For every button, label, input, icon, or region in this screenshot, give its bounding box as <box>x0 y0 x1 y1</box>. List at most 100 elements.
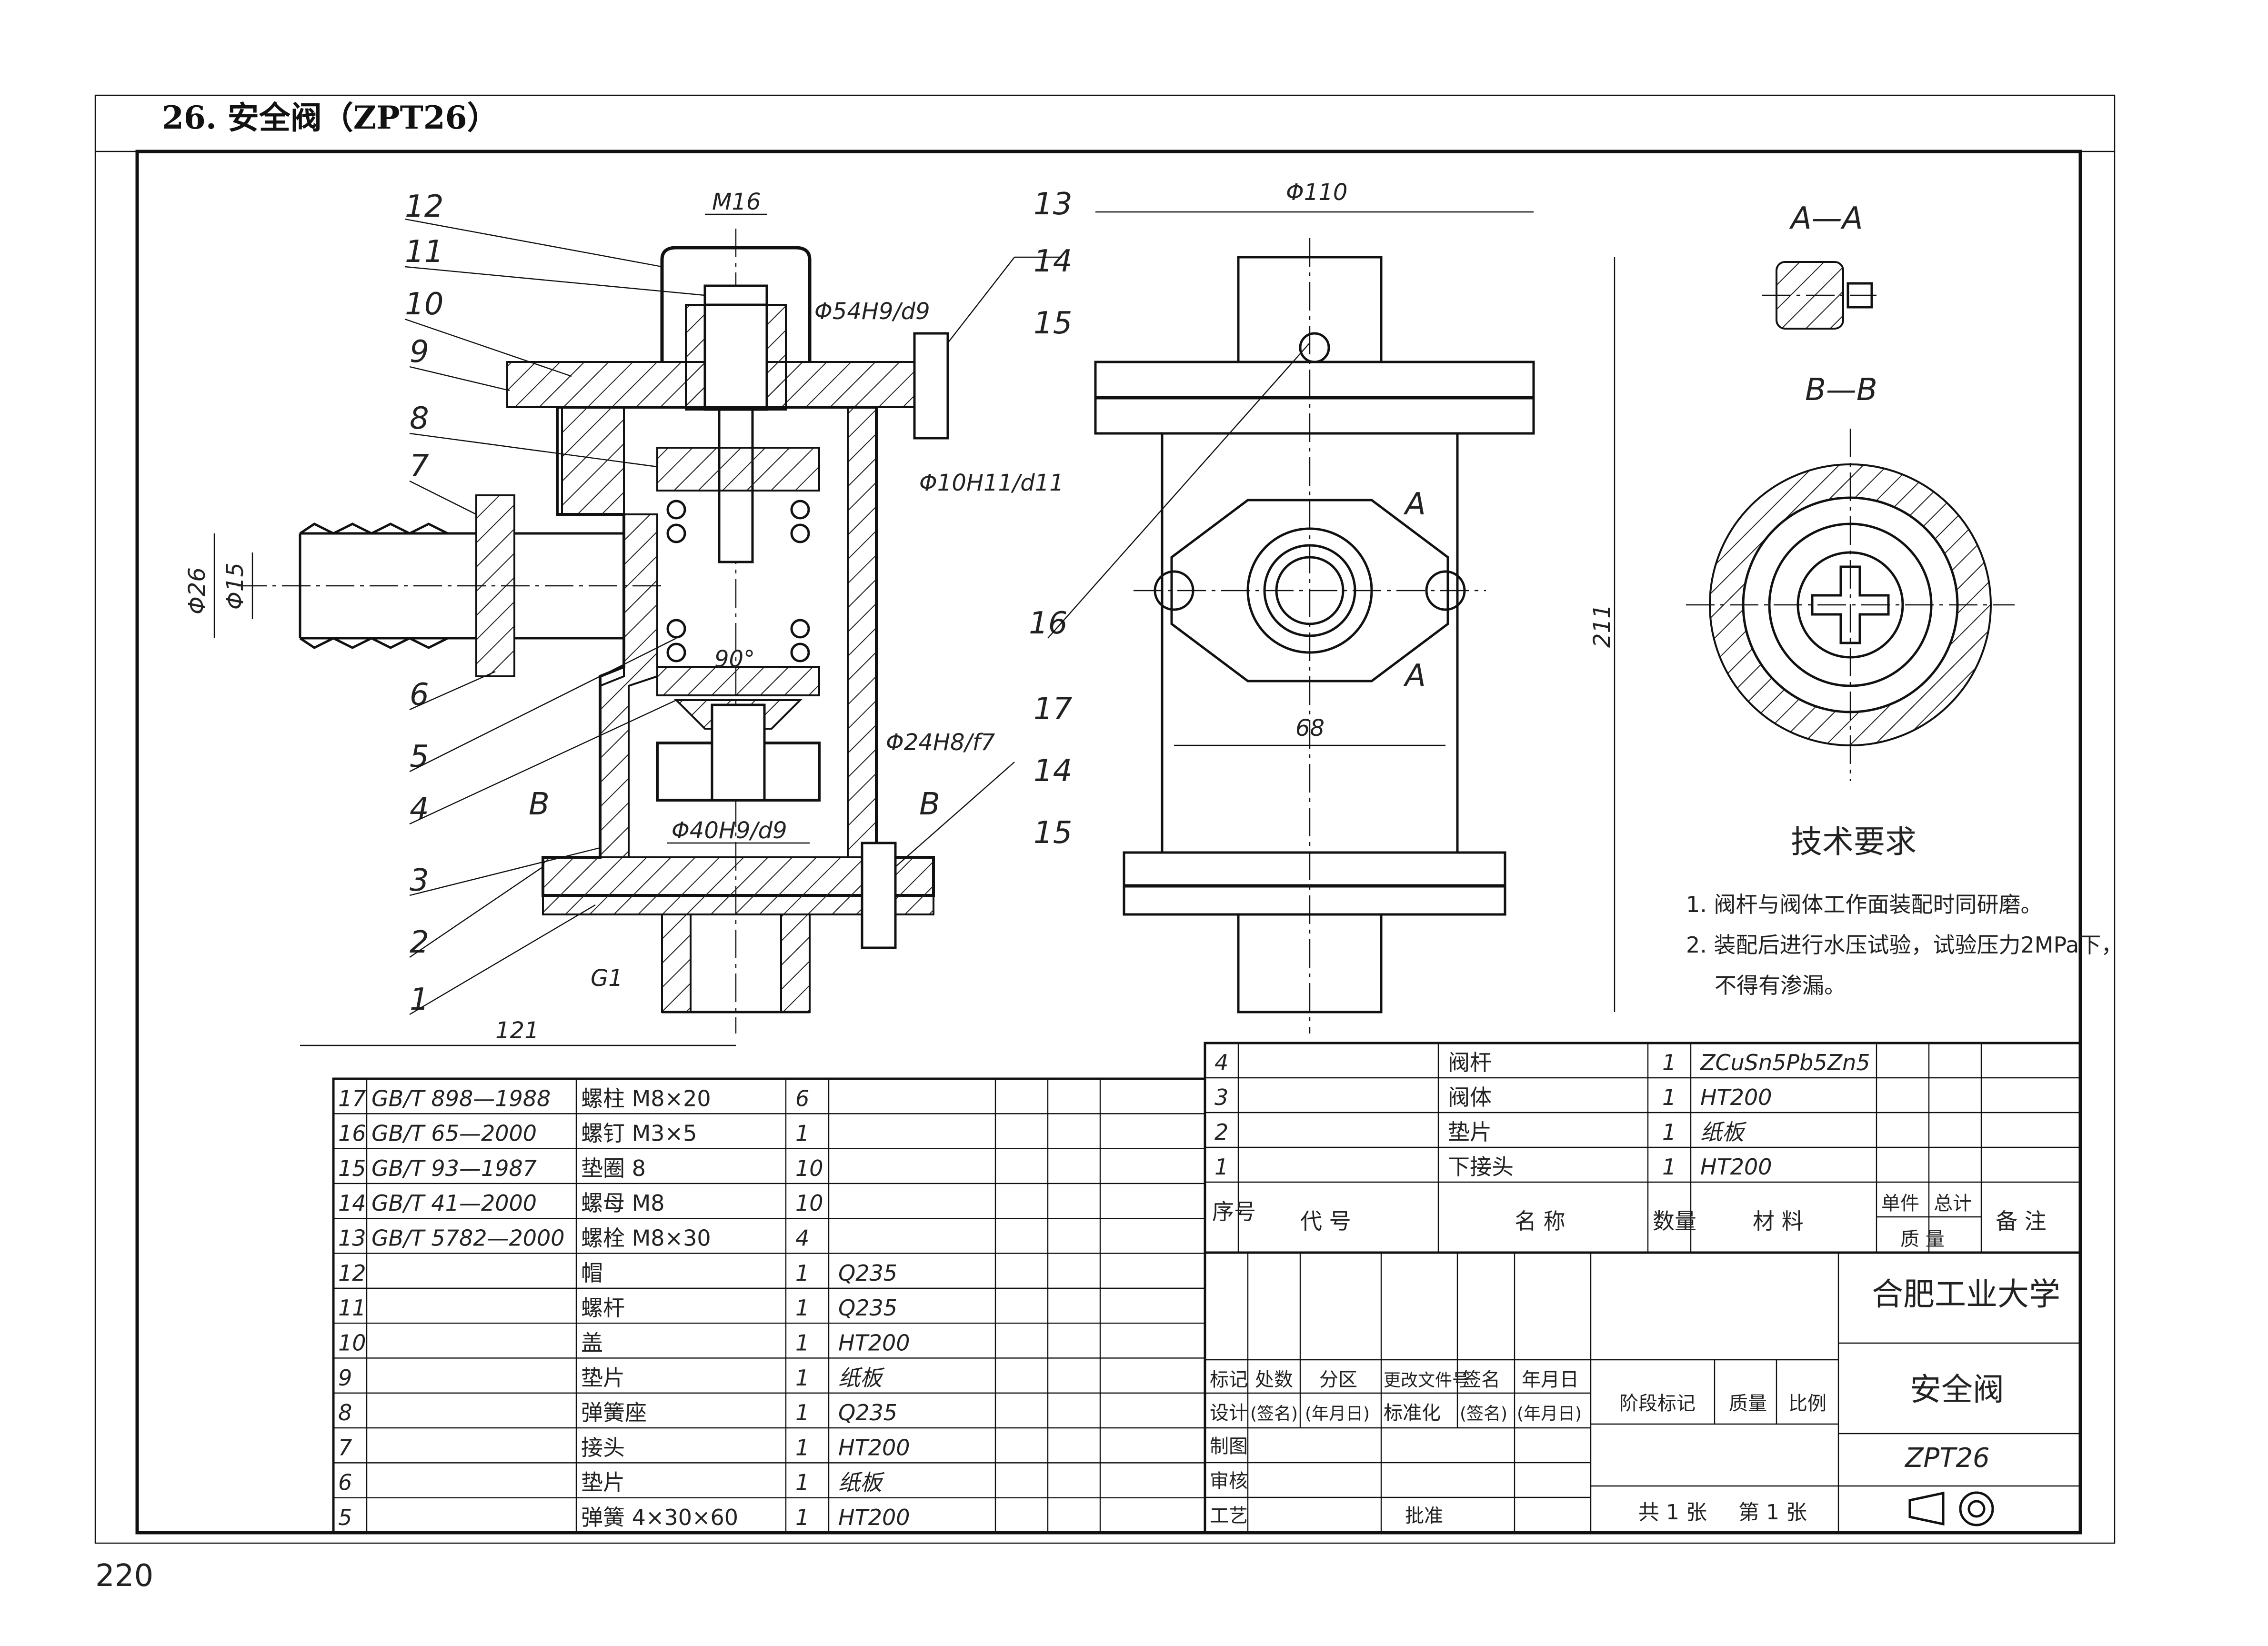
tb-sheets-total: 共 1 张 <box>1638 1500 1707 1525</box>
bom-left-qty: 1 <box>795 1295 809 1321</box>
section-bb: B—B <box>1686 372 2015 781</box>
bom-left-qty: 4 <box>795 1225 809 1251</box>
bom-left-no: 13 <box>338 1225 366 1251</box>
bom-hdr-remark: 备 注 <box>1996 1208 2047 1234</box>
tech-requirements: 技术要求 1. 阀杆与阀体工作面装配时同研磨。 2. 装配后进行水压试验，试验压… <box>1686 823 2123 998</box>
bom-left-no: 7 <box>338 1435 352 1460</box>
bom-right-qty: 1 <box>1662 1050 1676 1075</box>
bom-left-mat: HT200 <box>838 1435 910 1460</box>
bom-left-mat: 纸板 <box>838 1470 885 1495</box>
section-view: M16 Φ54H9/d9 Φ10H11/d11 Φ26 Φ15 90° Φ24H… <box>184 189 1064 1046</box>
part-label-11: 11 <box>405 234 443 270</box>
lower-connector-wall-r <box>780 913 811 1013</box>
lower-connector-wall-l <box>661 913 692 1013</box>
bom-left-qty: 1 <box>795 1121 809 1146</box>
section-mark-a-bottom: A <box>1403 658 1426 693</box>
bom-left-name: 螺钉 M3×5 <box>581 1121 697 1146</box>
dim-phi54: Φ54H9/d9 <box>814 298 930 325</box>
bom-left-qty: 1 <box>795 1470 809 1495</box>
tb-sheet-no: 第 1 张 <box>1738 1500 1807 1525</box>
part-label-7: 7 <box>410 449 429 484</box>
part-label-10: 10 <box>405 287 443 322</box>
bom-right-mat: 纸板 <box>1700 1119 1747 1145</box>
part-label-5: 5 <box>410 739 429 774</box>
projection-symbol-icon <box>1908 1491 1994 1526</box>
tech-item-1: 1. 阀杆与阀体工作面装配时同研磨。 <box>1686 892 2043 917</box>
bom-left-mat: HT200 <box>838 1330 910 1355</box>
dim-phi15: Φ15 <box>222 562 249 610</box>
tb-design-sign: (签名) <box>1250 1404 1298 1424</box>
spring-seat-8 <box>656 447 820 492</box>
part-label-15-bottom: 15 <box>1034 815 1072 851</box>
bom-left-no: 6 <box>338 1470 352 1495</box>
school-name: 合肥工业大学 <box>1872 1276 2060 1313</box>
bom-left-mat: HT200 <box>838 1505 910 1530</box>
bom-left-mat: Q235 <box>838 1295 897 1321</box>
tech-title: 技术要求 <box>1791 823 1917 860</box>
section-title-aa: A—A <box>1789 201 1863 236</box>
bom-right-no: 2 <box>1214 1119 1228 1145</box>
bom-hdr-mass: 质 量 <box>1900 1228 1945 1250</box>
bom-left-code: GB/T 898—1988 <box>371 1085 551 1111</box>
bom-right-qty: 1 <box>1662 1154 1676 1180</box>
tb-standard-sign: (签名) <box>1460 1404 1507 1424</box>
bom-left-qty: 1 <box>795 1330 809 1355</box>
bom-left-name: 螺母 M8 <box>581 1190 665 1216</box>
part-label-9: 9 <box>410 334 429 370</box>
bom-left-table <box>332 1077 1206 1534</box>
bom-left-name: 接头 <box>581 1435 625 1460</box>
bom-left-qty: 1 <box>795 1260 809 1286</box>
bom-right-name: 垫片 <box>1448 1119 1492 1145</box>
part-label-15-top: 15 <box>1034 306 1072 341</box>
part-label-8: 8 <box>410 401 429 436</box>
part-label-16: 16 <box>1029 606 1067 641</box>
bom-left-no: 15 <box>338 1155 366 1181</box>
dim-g1: G1 <box>591 965 623 992</box>
bom-left-qty: 1 <box>795 1505 809 1530</box>
bom-right-mat: HT200 <box>1700 1154 1772 1180</box>
part-label-6: 6 <box>410 677 429 713</box>
bom-left-name: 帽 <box>581 1260 603 1286</box>
bom-left-name: 垫片 <box>581 1470 625 1495</box>
bom-right-qty: 1 <box>1662 1119 1676 1145</box>
section-aa: A—A <box>1762 201 1877 330</box>
bom-left-name: 垫片 <box>581 1365 625 1391</box>
tb-design: 设计 <box>1210 1402 1248 1424</box>
bom-left-mat: Q235 <box>838 1400 897 1425</box>
part-label-3: 3 <box>410 863 429 898</box>
tb-drafting: 制图 <box>1210 1435 1248 1457</box>
bom-hdr-mat: 材 料 <box>1753 1208 1804 1234</box>
dim-angle90: 90° <box>714 646 755 672</box>
front-view: Φ110 211 68 A A <box>1094 179 1616 1034</box>
bom-hdr-code: 代 号 <box>1300 1208 1351 1234</box>
part-label-13: 13 <box>1034 187 1072 222</box>
tb-process: 工艺 <box>1210 1505 1248 1527</box>
tech-item-2: 2. 装配后进行水压试验，试验压力2MPa下， <box>1686 932 2123 958</box>
bom-left-no: 9 <box>338 1365 352 1391</box>
cap-part-12 <box>660 246 812 362</box>
section-title-bb: B—B <box>1805 372 1877 408</box>
part-label-12: 12 <box>405 189 443 224</box>
bom-left-no: 14 <box>338 1190 366 1216</box>
dim-phi24: Φ24H8/f7 <box>886 729 995 756</box>
section-mark-b-left: B <box>529 787 550 822</box>
bom-right-name: 阀体 <box>1448 1084 1492 1110</box>
bom-right-no: 3 <box>1214 1084 1228 1110</box>
bom-left-name: 螺栓 M8×30 <box>581 1225 711 1251</box>
bom-left-qty: 1 <box>795 1435 809 1460</box>
tb-mass: 质量 <box>1729 1393 1767 1415</box>
bom-right-no: 1 <box>1214 1154 1228 1180</box>
bom-left-name: 弹簧座 <box>581 1400 647 1425</box>
section-mark-b-right: B <box>919 787 940 822</box>
bom-hdr-unit: 单件 <box>1881 1193 1919 1214</box>
tb-mark: 标记 <box>1210 1369 1248 1391</box>
bom-left-code: GB/T 5782—2000 <box>371 1225 565 1251</box>
bom-left-code: GB/T 41—2000 <box>371 1190 537 1216</box>
bom-left-no: 5 <box>338 1505 352 1530</box>
bom-hdr-name: 名 称 <box>1515 1208 1566 1234</box>
dim-211: 211 <box>1589 604 1616 648</box>
bom-right-name: 阀杆 <box>1448 1050 1492 1075</box>
outer-frame <box>94 94 2116 1544</box>
bom-left-name: 垫圈 8 <box>581 1155 646 1181</box>
